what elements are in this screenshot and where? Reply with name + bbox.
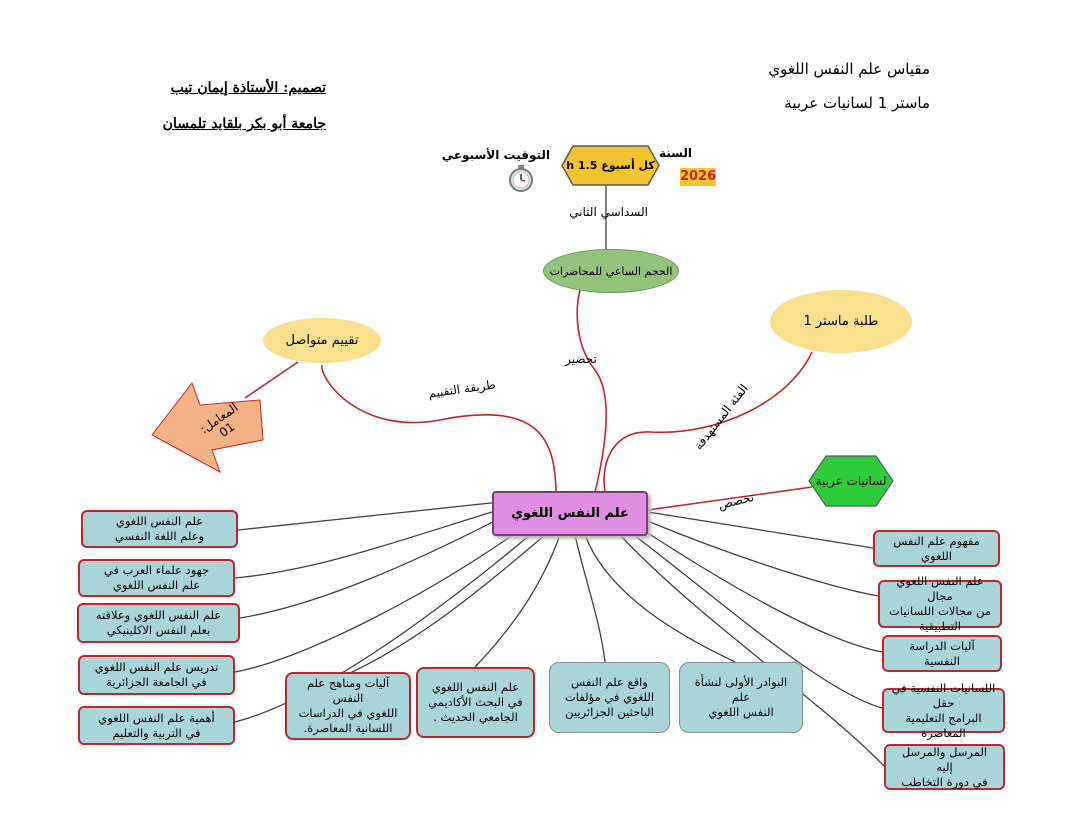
edge-left-3	[239, 511, 513, 619]
weekly-timing-hexagon: كل أسبوع h 1.5	[561, 145, 660, 186]
topic-right-4: اللسانيات النفسية في حقل البرامج التعليم…	[882, 681, 1005, 740]
topic-left-2: جهود علماء العرب في علم النفس اللغوي	[78, 559, 235, 597]
edge-right-3	[639, 527, 883, 653]
edge-prep	[576, 289, 608, 493]
topic-right-1: مفهوم علم النفس اللغوي	[873, 530, 1000, 567]
edge-left-2	[234, 507, 506, 579]
edge-target	[603, 351, 813, 493]
edge-specialty	[647, 486, 813, 511]
edge-bottom-1	[349, 534, 546, 674]
edge-left-1	[237, 501, 501, 531]
edge-coefficient	[244, 361, 299, 399]
edge-left-4	[234, 529, 521, 673]
edge-evaluation	[321, 364, 557, 493]
specialty-value: لسانيات عربية	[815, 474, 887, 488]
topic-bottom-1: آليات ومناهج علم النفس اللغوي في الدراسا…	[285, 672, 411, 740]
level-label: ماستر 1 لسانيات عربية	[784, 94, 930, 112]
year-value: 2026	[680, 168, 717, 186]
year-label: السنة	[658, 146, 692, 160]
topic-bottom-3: واقع علم النفس اللغوي في مؤلفات الباحثين…	[549, 662, 670, 733]
coefficient-arrow: المعامل: 01	[150, 380, 270, 475]
central-topic: علم النفس اللغوي	[492, 491, 648, 536]
university-name: جامعة أبو بكر بلقايد تلمسان	[162, 116, 326, 132]
weekly-timing-label: التوقيت الأسبوعي	[441, 148, 550, 162]
design-credit: تصميم: الأستاذة إيمان تيب	[170, 80, 326, 96]
prep-label: تحضير	[565, 352, 597, 366]
course-title: مقياس علم النفس اللغوي	[768, 60, 930, 78]
edge-right-1	[647, 511, 874, 549]
edge-right-2	[644, 519, 879, 597]
edge-right-5	[619, 534, 885, 767]
stopwatch-icon	[506, 163, 536, 193]
topic-left-1: علم النفس اللغوي وعلم اللغة النفسي	[81, 510, 238, 548]
edge-bottom-3	[574, 534, 606, 663]
topic-left-4: تدريس علم النفس اللغوي في الجامعة الجزائ…	[78, 655, 235, 695]
semester-label: السداسي الثاني	[569, 205, 648, 219]
specialty-hexagon: لسانيات عربية	[808, 455, 894, 507]
topic-right-2: علم النفس اللغوي مجال من مجالات اللسانيا…	[878, 574, 1002, 633]
topic-bottom-2: علم النفس اللغوي في البحث الأكاديمي الجا…	[416, 667, 535, 738]
evaluation-ellipse: تقييم متواصل	[263, 318, 381, 363]
topic-left-3: علم النفس اللغوي وعلاقته بعلم النفس الاك…	[77, 603, 240, 643]
hours-ellipse: الحجم الساعي للمحاضرات	[543, 249, 679, 293]
topic-right-3: آليات الدراسة النفسية	[882, 635, 1002, 672]
topic-right-5: المرسل والمرسل إليه في دورة التخاطب	[884, 744, 1005, 790]
edge-left-5	[234, 534, 531, 723]
topic-left-5: أهمية علم النفس اللغوي في التربية والتعل…	[78, 706, 235, 745]
topic-bottom-4: البوادر الأولى لنشأة علم النفس اللغوي	[679, 662, 803, 733]
edge-bottom-2	[474, 534, 561, 668]
edge-bottom-4	[584, 534, 736, 663]
target-ellipse: طلبة ماستر 1	[770, 290, 912, 353]
edge-right-4	[629, 531, 883, 709]
weekly-timing-value: كل أسبوع h 1.5	[566, 159, 655, 172]
